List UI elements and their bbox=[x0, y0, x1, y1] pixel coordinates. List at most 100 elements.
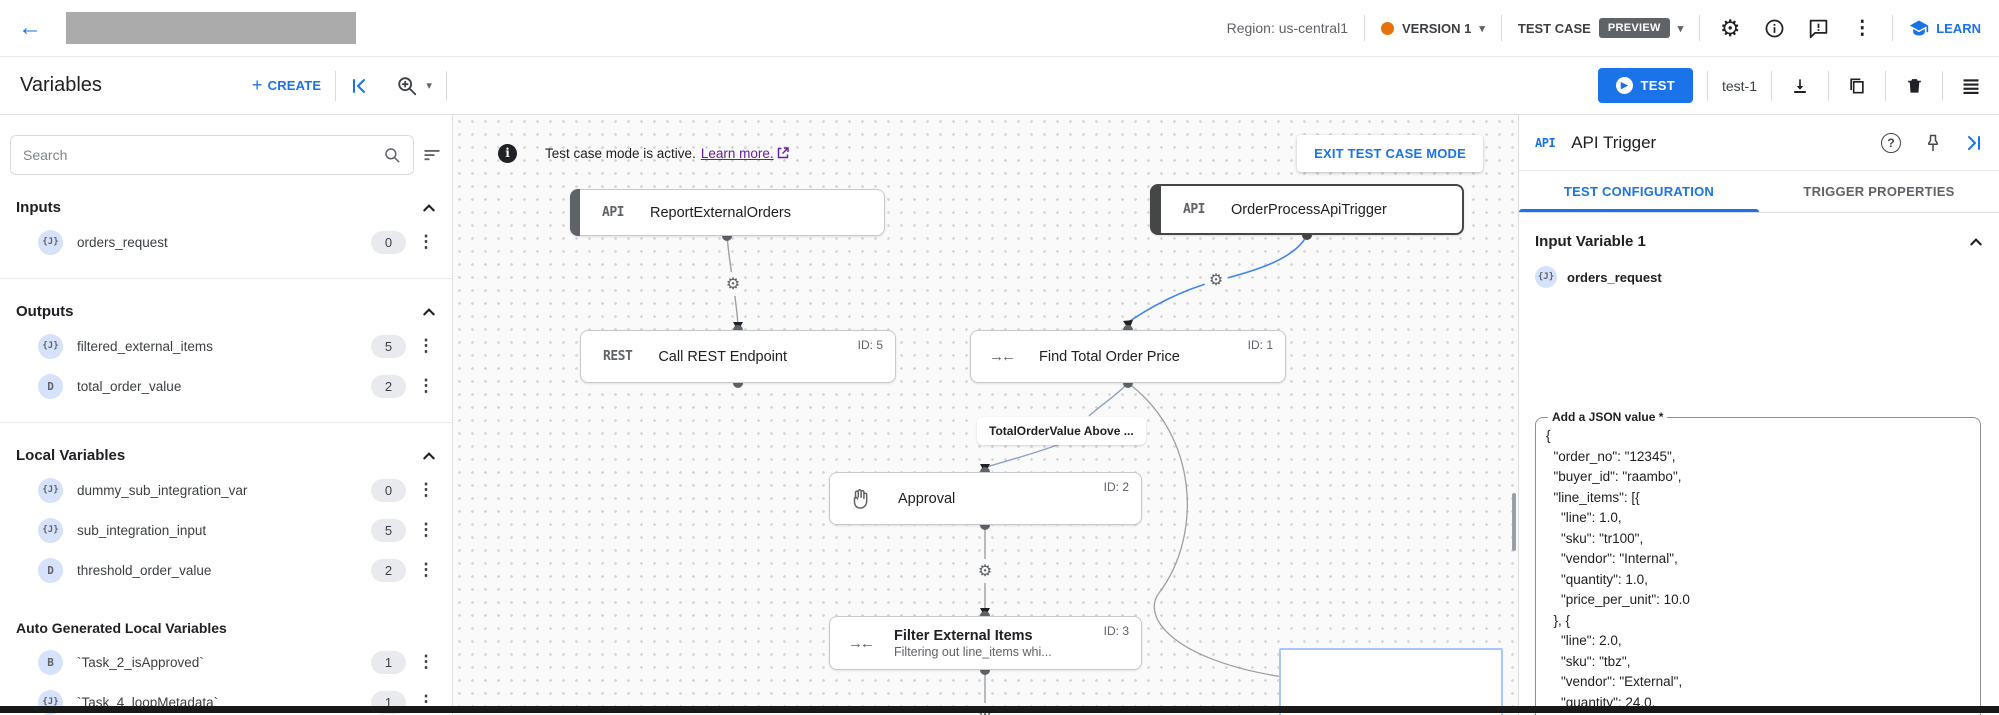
node-title: Find Total Order Price bbox=[1039, 348, 1180, 365]
node-call-rest-endpoint[interactable]: REST Call REST Endpoint ID: 5 bbox=[580, 330, 896, 383]
hand-approval-icon bbox=[848, 487, 872, 511]
panel-title: API Trigger bbox=[1571, 132, 1657, 152]
divider bbox=[1706, 70, 1708, 101]
search-row bbox=[10, 135, 442, 175]
node-filter-external-items[interactable]: →← Filter External Items Filtering out l… bbox=[829, 616, 1142, 670]
input-variable-section-header[interactable]: Input Variable 1 bbox=[1535, 233, 1983, 250]
canvas-scrollbar[interactable] bbox=[1512, 493, 1516, 551]
data-mapping-icon: →← bbox=[848, 634, 875, 652]
edge-condition-label[interactable]: TotalOrderValue Above ... bbox=[977, 417, 1146, 445]
auto-generated-section-header: Auto Generated Local Variables bbox=[16, 620, 436, 636]
tab-test-configuration[interactable]: TEST CONFIGURATION bbox=[1519, 171, 1759, 212]
json-value-textarea[interactable]: { "order_no": "12345", "buyer_id": "raam… bbox=[1546, 426, 1976, 715]
variable-row[interactable]: {J} dummy_sub_integration_var 0 ⋮ bbox=[0, 470, 452, 510]
row-more-icon[interactable]: ⋮ bbox=[417, 480, 435, 499]
api-badge: API bbox=[1535, 135, 1556, 150]
divider bbox=[0, 422, 452, 423]
test-case-name[interactable]: test-1 bbox=[1721, 77, 1757, 94]
row-more-icon[interactable]: ⋮ bbox=[417, 336, 435, 355]
inputs-section-header[interactable]: Inputs bbox=[16, 199, 436, 216]
version-label: VERSION 1 bbox=[1401, 20, 1472, 36]
variable-row[interactable]: D threshold_order_value 2 ⋮ bbox=[0, 550, 452, 590]
new-node-placeholder[interactable] bbox=[1279, 648, 1503, 715]
delete-icon[interactable] bbox=[1900, 72, 1928, 100]
collapse-panel-icon[interactable] bbox=[1965, 134, 1983, 152]
chevron-down-icon: ▾ bbox=[1677, 22, 1684, 35]
add-task-gear-icon[interactable]: ⚙ bbox=[721, 272, 745, 296]
learn-button[interactable]: LEARN bbox=[1909, 18, 1981, 38]
back-arrow-icon[interactable]: ← bbox=[18, 14, 42, 41]
api-badge: API bbox=[602, 205, 624, 220]
feedback-icon[interactable] bbox=[1804, 14, 1832, 42]
node-approval[interactable]: Approval ID: 2 bbox=[829, 472, 1142, 525]
count-badge: 0 bbox=[371, 230, 406, 254]
variable-name: orders_request bbox=[1567, 269, 1662, 285]
api-trigger-panel: API API Trigger ? TEST CONFIGURATION TRI… bbox=[1518, 115, 1999, 715]
node-id: ID: 5 bbox=[857, 338, 883, 352]
toolbar: Variables + CREATE ▾ ▶ TEST test-1 bbox=[0, 57, 1999, 115]
divider bbox=[1892, 15, 1894, 41]
local-variables-section-header[interactable]: Local Variables bbox=[16, 447, 436, 464]
row-more-icon[interactable]: ⋮ bbox=[417, 376, 435, 395]
outputs-section-header[interactable]: Outputs bbox=[16, 303, 436, 320]
tab-trigger-properties[interactable]: TRIGGER PROPERTIES bbox=[1803, 184, 1955, 199]
copy-icon[interactable] bbox=[1843, 72, 1871, 100]
test-case-dropdown[interactable]: TEST CASE PREVIEW ▾ bbox=[1518, 18, 1683, 38]
version-dropdown[interactable]: VERSION 1 ▾ bbox=[1380, 20, 1485, 36]
info-icon[interactable] bbox=[1760, 14, 1788, 42]
json-field-label: Add a JSON value * bbox=[1552, 410, 1664, 424]
window-bottom-edge bbox=[0, 706, 1999, 713]
settings-icon[interactable]: ⚙ bbox=[1719, 14, 1741, 41]
sort-icon[interactable] bbox=[422, 145, 442, 165]
chevron-up-icon bbox=[423, 307, 435, 315]
node-order-process-api-trigger[interactable]: API OrderProcessApiTrigger bbox=[1150, 184, 1464, 235]
chevron-down-icon: ▾ bbox=[1479, 22, 1485, 35]
json-value-field: Add a JSON value * { "order_no": "12345"… bbox=[1535, 410, 1981, 715]
count-badge: 2 bbox=[371, 374, 406, 398]
help-icon[interactable]: ? bbox=[1881, 132, 1901, 153]
boolean-type-icon: B bbox=[38, 649, 63, 675]
search-input[interactable] bbox=[23, 147, 383, 163]
variable-row[interactable]: {J} sub_integration_input 5 ⋮ bbox=[0, 510, 452, 550]
menu-icon[interactable] bbox=[1957, 72, 1985, 100]
variable-row[interactable]: D total_order_value 2 ⋮ bbox=[0, 366, 452, 406]
row-more-icon[interactable]: ⋮ bbox=[417, 652, 435, 671]
row-more-icon[interactable]: ⋮ bbox=[417, 232, 435, 251]
learn-more-link[interactable]: Learn more. bbox=[700, 145, 774, 161]
node-find-total-order-price[interactable]: →← Find Total Order Price ID: 1 bbox=[970, 330, 1286, 383]
create-variable-button[interactable]: + CREATE bbox=[252, 75, 321, 96]
variable-row[interactable]: {J} orders_request 0 ⋮ bbox=[0, 222, 452, 262]
test-button[interactable]: ▶ TEST bbox=[1597, 68, 1693, 103]
add-task-gear-icon[interactable]: ⚙ bbox=[1204, 268, 1228, 292]
divider bbox=[335, 70, 337, 101]
node-subtitle: Filtering out line_items whi... bbox=[894, 644, 1052, 659]
pin-icon[interactable] bbox=[1923, 133, 1943, 153]
row-more-icon[interactable]: ⋮ bbox=[417, 560, 435, 579]
node-id: ID: 1 bbox=[1247, 338, 1273, 352]
panel-header-icons: ? bbox=[1881, 132, 1983, 153]
test-label: TEST bbox=[1640, 78, 1675, 93]
top-bar-right: Region: us-central1 VERSION 1 ▾ TEST CAS… bbox=[1227, 14, 1981, 42]
collapse-sidebar-icon[interactable] bbox=[350, 77, 368, 95]
chevron-down-icon: ▾ bbox=[426, 80, 432, 92]
variable-row[interactable]: {J} filtered_external_items 5 ⋮ bbox=[0, 326, 452, 366]
plus-icon: + bbox=[251, 75, 263, 95]
json-type-icon: {J} bbox=[1535, 266, 1557, 288]
divider bbox=[1363, 15, 1365, 41]
more-options-icon[interactable]: ⋮ bbox=[1852, 17, 1872, 39]
variable-row[interactable]: B `Task_2_isApproved` 1 ⋮ bbox=[0, 642, 452, 682]
row-more-icon[interactable]: ⋮ bbox=[417, 520, 435, 539]
search-box[interactable] bbox=[10, 135, 414, 175]
page-title: Variables bbox=[20, 74, 102, 96]
zoom-dropdown[interactable]: ▾ bbox=[396, 75, 432, 97]
divider bbox=[1885, 70, 1886, 101]
workflow-canvas[interactable]: i Test case mode is active. Learn more. … bbox=[453, 115, 1518, 715]
add-task-gear-icon[interactable]: ⚙ bbox=[973, 559, 997, 583]
download-icon[interactable] bbox=[1786, 72, 1814, 100]
exit-test-case-mode-button[interactable]: EXIT TEST CASE MODE bbox=[1297, 134, 1483, 172]
section-title: Auto Generated Local Variables bbox=[16, 620, 227, 636]
divider bbox=[1828, 70, 1829, 101]
node-report-external-orders[interactable]: API ReportExternalOrders bbox=[570, 189, 885, 236]
variables-sidebar: Inputs {J} orders_request 0 ⋮ Outputs {J… bbox=[0, 115, 453, 715]
